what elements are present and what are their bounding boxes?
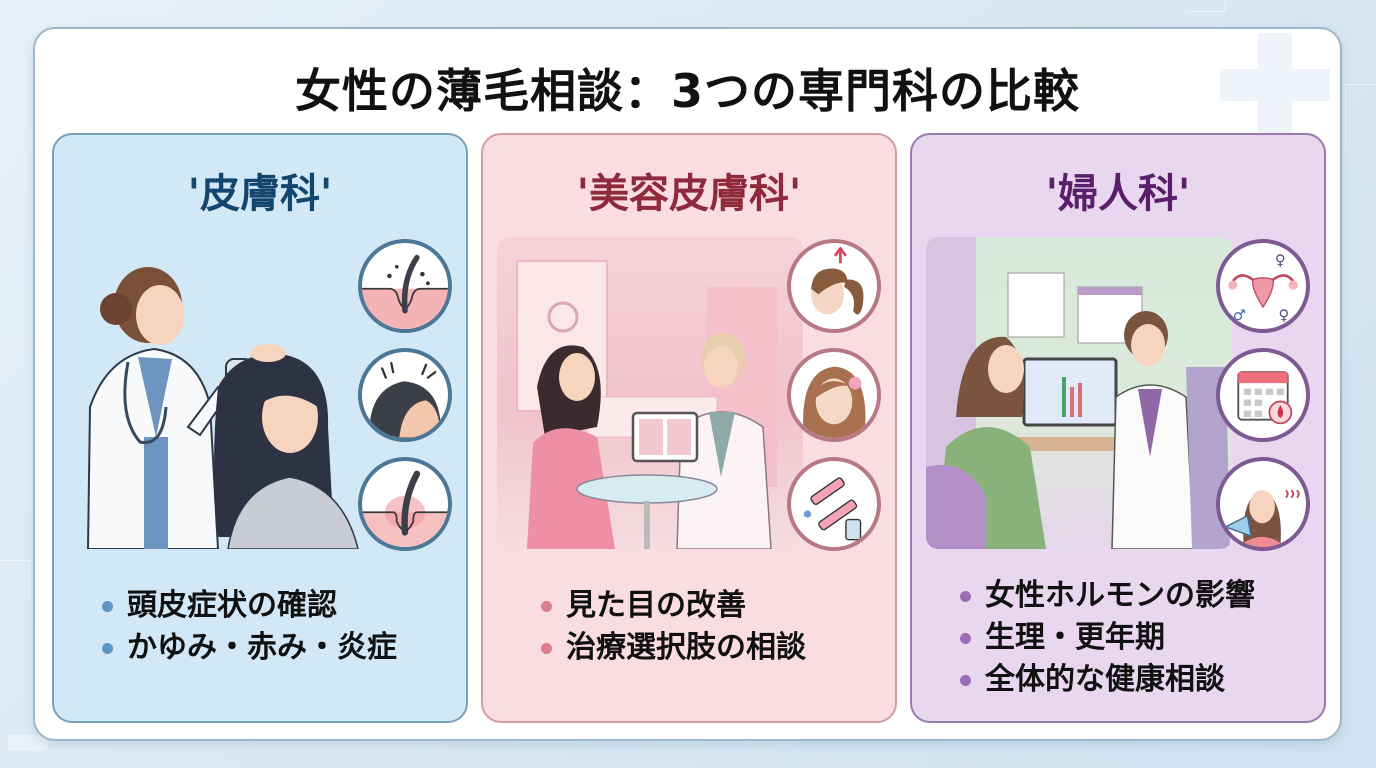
background-line-decoration <box>1345 84 1376 150</box>
hot-flash-fan-icon <box>1216 457 1310 551</box>
cosmetic-bullet-list: 見た目の改善 治療選択肢の相談 <box>483 585 895 669</box>
list-item: 治療選択肢の相談 <box>541 627 895 669</box>
inflamed-follicle-icon <box>358 457 452 551</box>
scalp-inflammation-icon <box>358 239 452 333</box>
svg-text:♂: ♂ <box>1233 307 1246 324</box>
background-line-decoration <box>1186 0 1226 12</box>
background-line-decoration <box>0 560 30 600</box>
doctor-explaining-chart-illustration <box>926 237 1230 549</box>
panel-cross-decoration <box>1258 33 1292 133</box>
itchy-scalp-icon <box>358 348 452 442</box>
cosmetic-clinic-illustration <box>497 237 803 549</box>
svg-text:♀: ♀ <box>1275 252 1286 269</box>
uterus-gender-icon: ♀ ♂ ♀ <box>1216 239 1310 333</box>
bullet-dot <box>102 642 113 654</box>
card-cosmetic-dermatology: '美容皮膚科' <box>481 133 897 723</box>
dermatology-illustration <box>68 237 374 549</box>
bullet-dot <box>960 674 971 686</box>
bullet-dot <box>960 632 971 644</box>
card-gynecology: '婦人科' <box>910 133 1326 723</box>
page-title: 女性の薄毛相談：3つの専門科の比較 <box>294 64 1080 118</box>
pink-clinic-consultation-illustration <box>516 260 777 549</box>
card-title: '美容皮膚科' <box>576 171 802 217</box>
list-item: 生理・更年期 <box>960 617 1324 659</box>
bullet-dot <box>541 642 552 654</box>
beauty-woman-icon <box>787 348 881 442</box>
doctor-examining-scalp-illustration <box>86 267 359 549</box>
list-item: 見た目の改善 <box>541 585 895 627</box>
card-dermatology: '皮膚科' <box>52 133 468 723</box>
list-item: 全体的な健康相談 <box>960 659 1324 701</box>
dermatology-bullet-list: 頭皮症状の確認 かゆみ・赤み・炎症 <box>54 585 466 669</box>
background-cross-decoration <box>8 735 48 751</box>
bullet-dot <box>102 600 113 612</box>
syringes-vial-icon <box>787 457 881 551</box>
list-item: 女性ホルモンの影響 <box>960 575 1324 617</box>
card-title: '婦人科' <box>1045 171 1191 217</box>
gynecology-bullet-list: 女性ホルモンの影響 生理・更年期 全体的な健康相談 <box>912 575 1324 701</box>
list-item: かゆみ・赤み・炎症 <box>102 627 466 669</box>
menstrual-calendar-icon <box>1216 348 1310 442</box>
hair-growth-ponytail-icon <box>787 239 881 333</box>
infographic-panel: 女性の薄毛相談：3つの専門科の比較 '皮膚科' <box>33 27 1342 741</box>
bullet-dot <box>541 600 552 612</box>
bullet-dot <box>960 590 971 602</box>
card-title: '皮膚科' <box>187 171 333 217</box>
svg-text:♀: ♀ <box>1279 307 1290 324</box>
gynecology-illustration <box>926 237 1232 549</box>
list-item: 頭皮症状の確認 <box>102 585 466 627</box>
